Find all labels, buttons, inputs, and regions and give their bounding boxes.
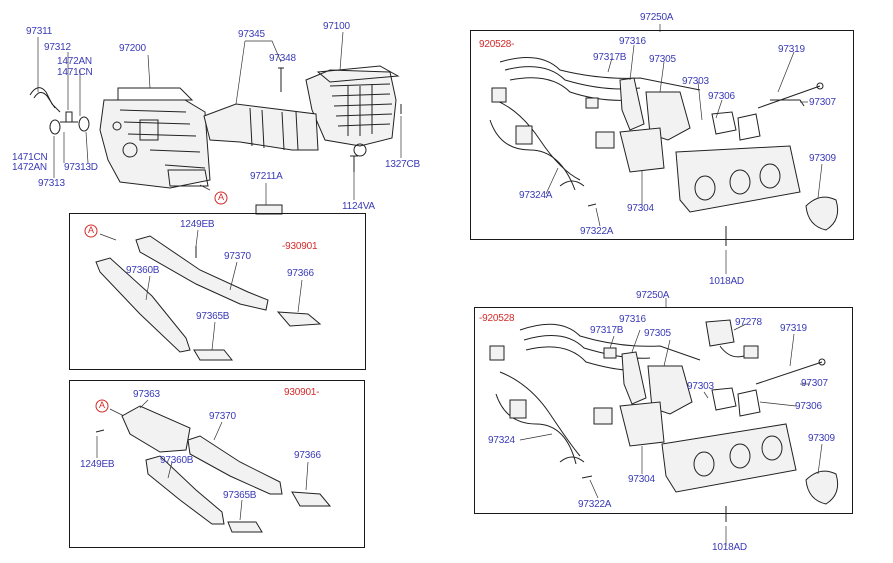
box-ducts-before-930901 <box>69 213 366 370</box>
bottom-right-part-label-97304: 97304 <box>628 474 655 485</box>
box2-part-label-97366: 97366 <box>294 450 321 461</box>
box-control-from-920528 <box>470 30 854 240</box>
control-assembly-bottom <box>489 298 839 546</box>
heater-unit-97200 <box>99 87 211 189</box>
bottom-right-part-label-97278: 97278 <box>735 317 762 328</box>
heater-pipes-97311 <box>29 87 90 135</box>
box2-part-label-97370: 97370 <box>209 411 236 422</box>
screw-97348 <box>278 67 284 92</box>
part-label-97211A: 97211A <box>250 171 283 182</box>
top-right-part-label-97307: 97307 <box>809 97 836 108</box>
box1-reference-letter-a: A <box>88 225 94 235</box>
box2-part-label-97365B: 97365B <box>223 490 257 501</box>
box1-part-label-97366: 97366 <box>287 268 314 279</box>
box2-ducts <box>95 399 332 533</box>
bottom-right-part-label-97250A: 97250A <box>636 290 670 301</box>
part-label-97348: 97348 <box>269 53 296 64</box>
top-right-part-label-97322A: 97322A <box>580 226 614 237</box>
control-assembly-top <box>489 24 839 274</box>
bottom-right-part-label-97306: 97306 <box>795 401 822 412</box>
air-duct-97345 <box>203 103 319 151</box>
top-right-date-range: 920528- <box>479 39 515 50</box>
part-label-1327CB: 1327CB <box>385 159 420 170</box>
bottom-right-part-label-97303: 97303 <box>687 381 714 392</box>
bottom-right-part-label-97309: 97309 <box>808 433 835 444</box>
part-label-1471CN-lower: 1471CN <box>12 152 48 163</box>
box1-part-label-97360B: 97360B <box>126 265 160 276</box>
top-right-part-label-1018AD: 1018AD <box>709 276 744 287</box>
part-label-1471CN: 1471CN <box>57 67 93 78</box>
top-right-part-label-97319: 97319 <box>778 44 805 55</box>
top-right-part-label-97306: 97306 <box>708 91 735 102</box>
bottom-right-part-label-97322A: 97322A <box>578 499 612 510</box>
top-right-part-label-97303: 97303 <box>682 76 709 87</box>
box1-ducts <box>84 224 322 361</box>
blower-unit-97100 <box>305 65 400 157</box>
bottom-right-part-label-97307: 97307 <box>801 378 828 389</box>
top-right-part-label-97250A: 97250A <box>640 12 674 23</box>
top-right-part-label-97309: 97309 <box>809 153 836 164</box>
part-label-97200: 97200 <box>119 43 146 54</box>
box1-part-label-97370: 97370 <box>224 251 251 262</box>
reference-letter-a: A <box>218 192 224 202</box>
top-right-part-label-97317B: 97317B <box>593 52 627 63</box>
reference-circle-a <box>214 191 228 205</box>
box-control-until-920528 <box>474 307 853 514</box>
box2-reference-letter-a: A <box>99 400 105 410</box>
part-label-97311: 97311 <box>26 26 53 37</box>
bottom-right-part-label-97316: 97316 <box>619 314 646 325</box>
leader-lines-top-left <box>37 31 402 205</box>
top-right-part-label-97305: 97305 <box>649 54 676 65</box>
box1-part-label-97365B: 97365B <box>196 311 230 322</box>
part-label-1472AN: 1472AN <box>57 56 92 67</box>
part-label-97312: 97312 <box>44 42 71 53</box>
box-ducts-after-930901 <box>69 380 365 548</box>
box1-date-range: -930901 <box>282 241 318 252</box>
box2-part-label-1249EB: 1249EB <box>80 459 115 470</box>
part-label-97345: 97345 <box>238 29 265 40</box>
box1-part-label-1249EB: 1249EB <box>180 219 215 230</box>
part-label-97313D: 97313D <box>64 162 98 173</box>
part-label-97313: 97313 <box>38 178 65 189</box>
box2-part-label-97363: 97363 <box>133 389 160 400</box>
box2-part-label-97360B: 97360B <box>160 455 194 466</box>
bottom-right-date-range: -920528 <box>479 313 515 324</box>
top-right-part-label-97304: 97304 <box>627 203 654 214</box>
part-label-97100: 97100 <box>323 21 350 32</box>
part-label-1472AN-lower: 1472AN <box>12 162 47 173</box>
part-label-1124VA: 1124VA <box>342 201 375 212</box>
bottom-right-part-label-97319: 97319 <box>780 323 807 334</box>
screw-1124VA <box>350 155 358 172</box>
top-right-part-label-97316: 97316 <box>619 36 646 47</box>
bottom-right-part-label-97324: 97324 <box>488 435 515 446</box>
resistor-97211A <box>255 204 283 215</box>
bottom-right-part-label-97317B: 97317B <box>590 325 624 336</box>
bottom-right-part-label-1018AD: 1018AD <box>712 542 747 553</box>
box2-date-range: 930901- <box>284 387 320 398</box>
bottom-right-part-label-97305: 97305 <box>644 328 671 339</box>
top-right-part-label-97324A: 97324A <box>519 190 553 201</box>
